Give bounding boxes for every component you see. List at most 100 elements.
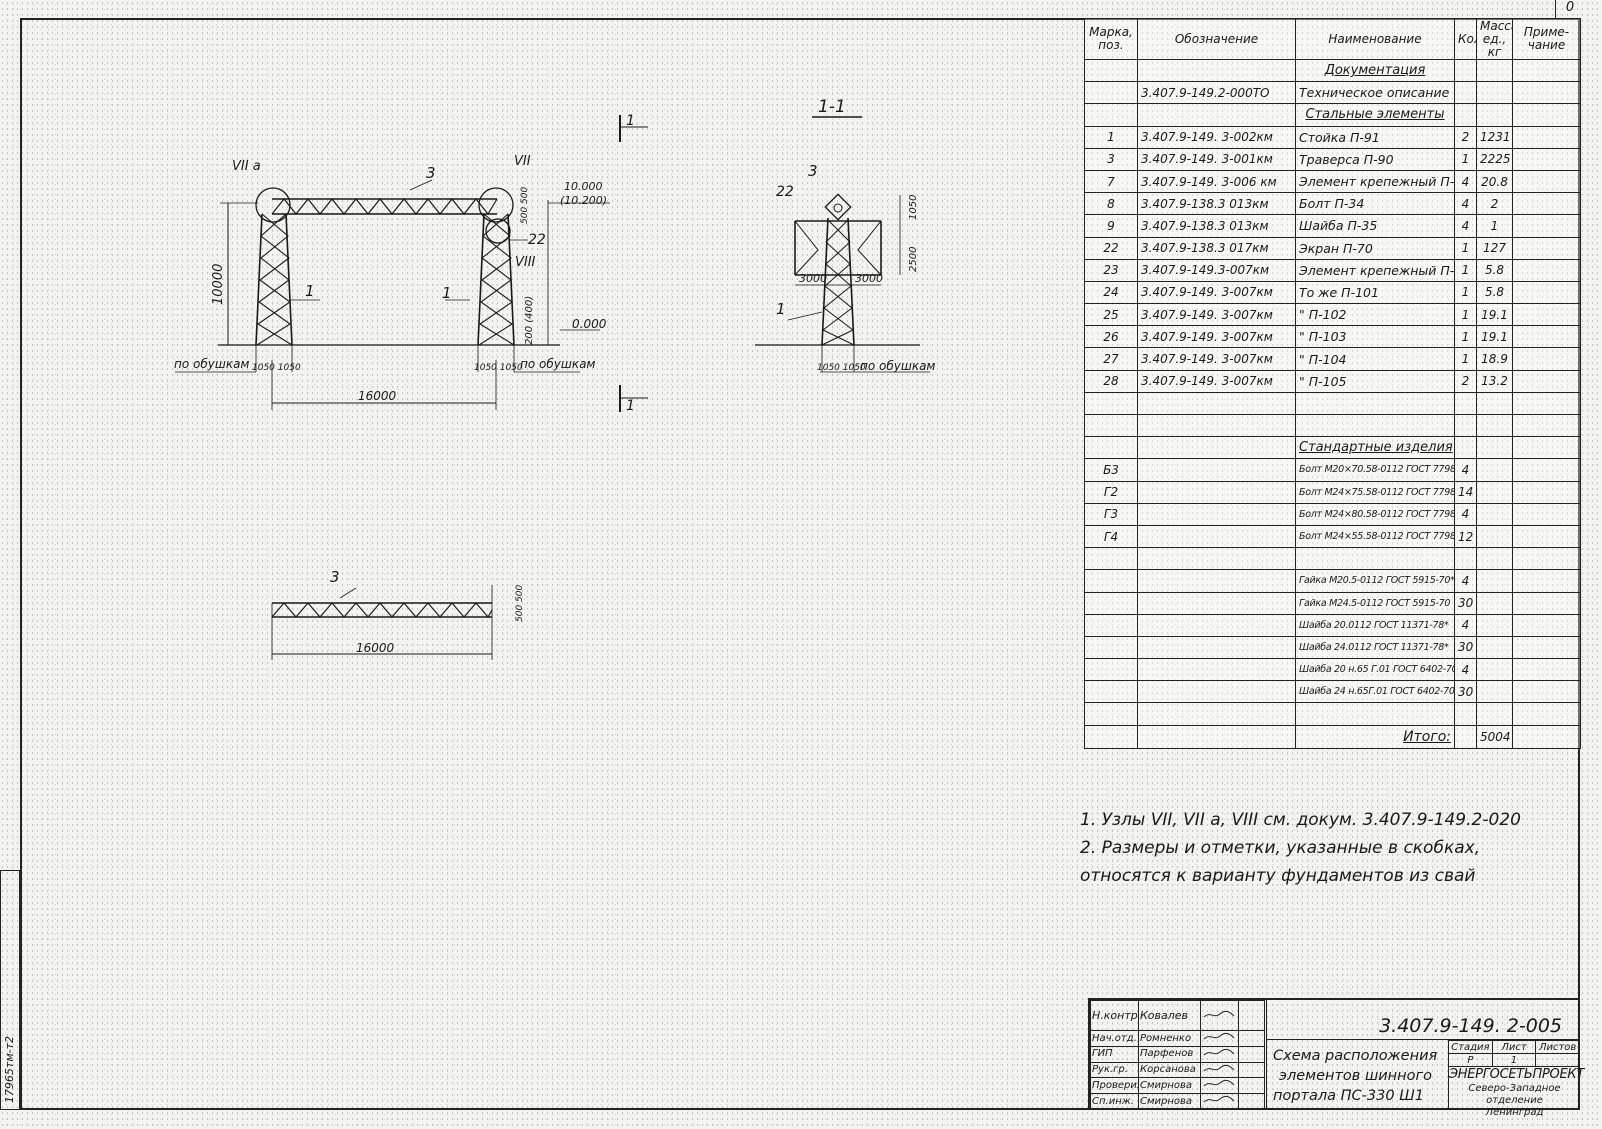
signature-name: Ковалев (1138, 999, 1201, 1032)
signature-row: Н.контр.Ковалев (1090, 999, 1265, 1032)
signature-row: Рук.гр.Корсанова (1090, 1061, 1265, 1079)
spec-row: Шайба 20.0112 ГОСТ 11371-78*4 (1084, 613, 1581, 637)
row-code (1137, 436, 1296, 460)
row-name: " П-102 (1295, 303, 1455, 327)
signature-role: Нач.отд. (1090, 1030, 1139, 1048)
header-mass: Масса ед., кг (1476, 18, 1513, 60)
row-qty: 30 (1454, 680, 1477, 704)
signature-mark (1200, 1077, 1239, 1095)
row-code (1137, 680, 1296, 704)
row-qty: 4 (1454, 214, 1477, 238)
row-qty: 4 (1454, 458, 1477, 482)
row-note (1512, 391, 1581, 416)
row-name: Элемент крепежный П-100 (1295, 258, 1455, 282)
row-mark (1084, 391, 1138, 416)
notes: 1. Узлы VII, VII а, VIII см. докум. 3.40… (1080, 806, 1570, 890)
row-qty: 4 (1454, 169, 1477, 194)
section-base-label: по обушкам (860, 359, 935, 373)
row-mass (1476, 702, 1513, 726)
signature-role: Проверил (1090, 1077, 1139, 1095)
row-qty (1454, 58, 1477, 83)
row-code (1137, 591, 1296, 615)
row-mass (1476, 103, 1513, 127)
spec-row: Документация (1084, 58, 1581, 83)
row-mass (1476, 436, 1513, 460)
signature-name: Ромненко (1138, 1030, 1201, 1048)
row-qty: 1 (1454, 236, 1477, 260)
org-sub: Северо-Западное отделение (1468, 1083, 1561, 1106)
row-qty (1454, 81, 1477, 105)
row-name (1295, 413, 1455, 438)
row-name: Шайба П-35 (1295, 214, 1455, 238)
row-note (1512, 169, 1581, 194)
signature-row: Нач.отд.Ромненко (1090, 1030, 1265, 1048)
row-qty: 2 (1454, 125, 1477, 149)
row-name: " П-103 (1295, 325, 1455, 349)
beam-view-pos: 3 (330, 568, 340, 586)
row-name: Болт М24×55.58-0112 ГОСТ 7798-70 (1295, 524, 1455, 549)
height-dimension: 10000 (211, 264, 226, 305)
row-note (1512, 81, 1581, 105)
row-qty: 4 (1454, 658, 1477, 682)
row-mark: 25 (1084, 303, 1138, 327)
row-note (1512, 635, 1581, 660)
row-code (1137, 391, 1296, 416)
row-qty: 4 (1454, 502, 1477, 526)
node-label-right: VII (514, 154, 531, 169)
row-note (1512, 547, 1581, 571)
signature-date (1238, 1046, 1265, 1063)
row-mark (1084, 413, 1138, 438)
spec-row: Стандартные изделия (1084, 436, 1581, 460)
header-mark: Марка, поз. (1084, 18, 1138, 60)
row-mass: 20.8 (1476, 169, 1513, 194)
row-qty (1454, 103, 1477, 127)
node-circle-left (255, 187, 291, 223)
row-code: 3.407.9-138.3 017км (1137, 236, 1296, 260)
signature-date (1238, 1077, 1265, 1095)
row-mark: 7 (1084, 169, 1138, 194)
section-dim-h1: 1050 (908, 195, 919, 220)
row-mark: 23 (1084, 258, 1138, 282)
row-name: Экран П-70 (1295, 236, 1455, 260)
signature-date (1238, 1030, 1265, 1048)
row-name: Документация (1295, 58, 1455, 83)
row-note (1512, 103, 1581, 127)
row-name: Техническое описание (1295, 81, 1455, 105)
row-code (1137, 458, 1296, 482)
signature-name: Смирнова (1138, 1093, 1201, 1110)
note-3: относятся к варианту фундаментов из свай (1080, 866, 1476, 886)
row-note (1512, 236, 1581, 260)
row-code: 3.407.9-149. 3-007км (1137, 347, 1296, 371)
row-mass (1476, 58, 1513, 83)
row-mass (1476, 613, 1513, 637)
row-mass: 127 (1476, 236, 1513, 260)
row-name: Болт М24×75.58-0112 ГОСТ 7798-70 (1295, 480, 1455, 504)
stage-sheet-grid: Стадия Лист Листов Р 1 (1448, 1040, 1580, 1067)
node-label-lower: VIII (515, 255, 536, 270)
row-name (1295, 391, 1455, 416)
row-mark: Г4 (1084, 524, 1138, 549)
spec-header-row: Марка, поз. Обозначение Наименование Кол… (1084, 18, 1581, 60)
row-qty: 2 (1454, 369, 1477, 393)
row-note (1512, 702, 1581, 726)
row-note (1512, 147, 1581, 171)
signature-role: Рук.гр. (1090, 1061, 1139, 1079)
row-mass (1476, 524, 1513, 549)
row-mark (1084, 547, 1138, 571)
row-mass (1476, 680, 1513, 704)
row-mass (1476, 591, 1513, 615)
section-pos-post: 1 (776, 300, 786, 318)
row-code: 3.407.9-149. 3-006 км (1137, 169, 1296, 194)
row-note (1512, 325, 1581, 349)
row-code: 3.407.9-149. 3-007км (1137, 280, 1296, 305)
org-name: ЭНЕРГОСЕТЬПРОЕКТ (1449, 1067, 1584, 1082)
row-mark (1084, 613, 1138, 637)
row-qty (1454, 702, 1477, 726)
row-note (1512, 347, 1581, 371)
